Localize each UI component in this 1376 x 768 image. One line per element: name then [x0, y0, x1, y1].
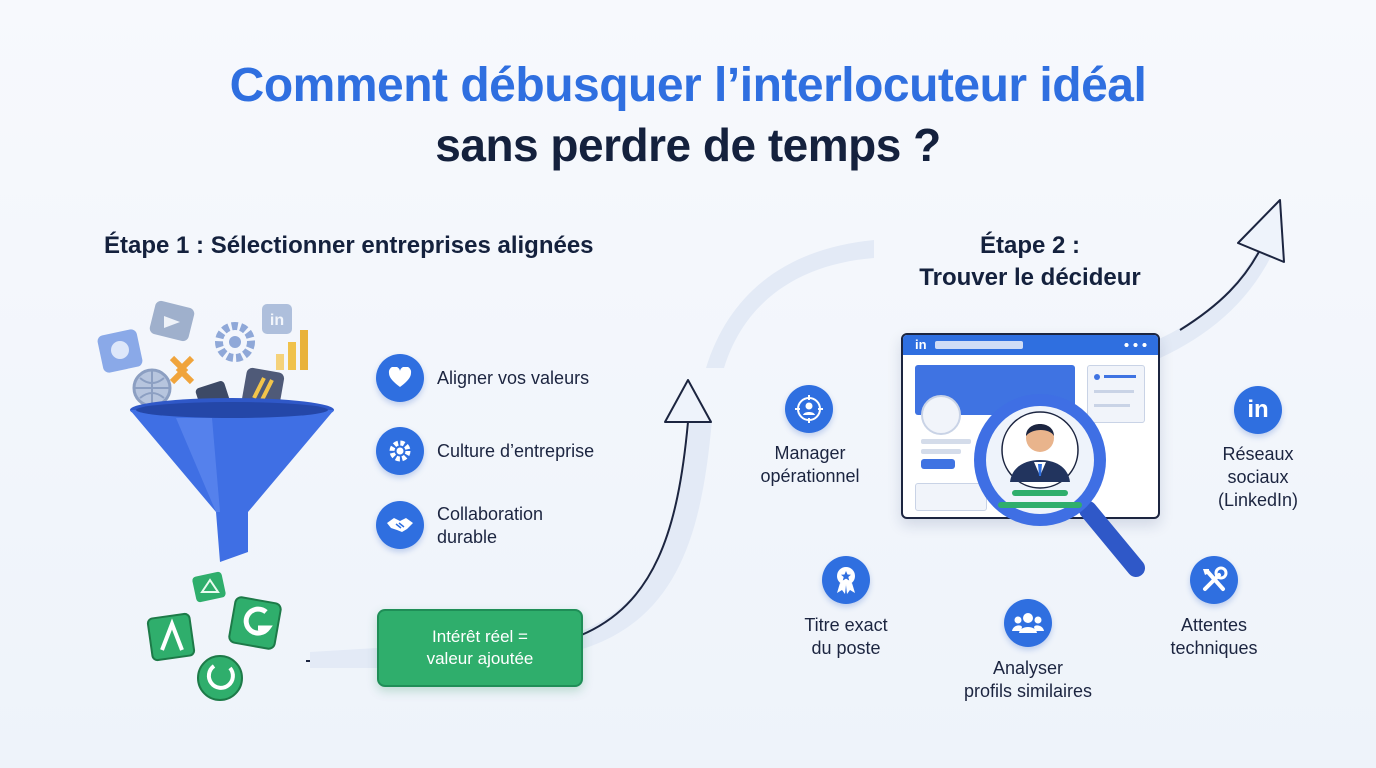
globe-app-icon: [132, 368, 172, 408]
title-line-1: Comment débusquer l’interlocuteur idéal: [229, 59, 1147, 112]
criterion-values: Aligner vos valeurs: [437, 368, 590, 388]
browser-window: in: [901, 333, 1160, 519]
label-profiles-line1: Analyser: [992, 658, 1064, 678]
magnifier-illustration: [974, 394, 1145, 577]
label-manager-line2: opérationnel: [760, 466, 860, 486]
label-manager-line1: Manager: [774, 443, 846, 463]
label-profiles-line2: profils similaires: [963, 681, 1093, 701]
green-tile-small: [192, 571, 226, 603]
criterion-collaboration-line1: Collaboration: [437, 504, 544, 524]
linkedin-app-icon: in: [262, 304, 292, 334]
label-tech-line1: Attentes: [1180, 615, 1248, 635]
label-social-line3: (LinkedIn): [1217, 490, 1299, 510]
criterion-collaboration: Collaboration durable: [437, 503, 543, 549]
arc-band: [706, 240, 874, 368]
funnel-inner: [136, 402, 328, 418]
app-icon-blue: [97, 329, 143, 373]
top-arrow-head: [1237, 199, 1285, 263]
chart-app-icon: [276, 330, 308, 370]
badge-icon: [822, 556, 870, 604]
main-arrow-band: [579, 420, 712, 650]
side-panel-line-2: [1094, 390, 1134, 393]
label-title-line2: du poste: [811, 638, 881, 658]
browser-titlebar: in: [903, 335, 1158, 355]
result-line2: valeur ajoutée: [426, 649, 534, 668]
profile-line-b: [921, 449, 961, 454]
profile-card-bottom: [915, 483, 987, 511]
people-icon: [1004, 599, 1052, 647]
label-title: Titre exact du poste: [776, 614, 916, 660]
connector-band: [310, 648, 377, 668]
title-bar: [998, 502, 1082, 508]
profile-button: [921, 459, 955, 469]
label-social: Réseaux sociaux (LinkedIn): [1190, 443, 1326, 512]
x-app-icon: [169, 355, 195, 385]
funnel-cone: [130, 410, 334, 562]
handshake-icon: [376, 501, 424, 549]
app-icon-slate: [149, 300, 195, 342]
label-title-line1: Titre exact: [804, 615, 888, 635]
linkedin-icon: in: [1234, 386, 1282, 434]
avatar-hair: [1026, 424, 1054, 436]
result-tag: Intérêt réel = valeur ajoutée: [377, 609, 583, 687]
step1-heading: Étape 1 : Sélectionner entreprises align…: [104, 232, 594, 259]
profile-line-a: [921, 439, 971, 444]
label-tech: Attentes techniques: [1144, 614, 1284, 660]
step2-heading-line1: Étape 2 :: [979, 232, 1081, 259]
main-arrow-head: [664, 379, 712, 423]
target-person-icon: [785, 385, 833, 433]
label-manager: Manager opérationnel: [740, 442, 880, 488]
title-line-2: sans perdre de temps ?: [435, 119, 941, 171]
main-arrow-outline: [578, 421, 689, 637]
green-tile-a: [146, 612, 196, 662]
green-tile-circle: [197, 655, 243, 701]
funnel-highlight: [176, 418, 220, 512]
gear-app-icon: [215, 322, 255, 362]
criterion-culture: Culture d’entreprise: [437, 441, 595, 461]
svg-text:in: in: [270, 312, 284, 329]
label-social-line2: sociaux: [1227, 467, 1289, 487]
gear-icon: [376, 427, 424, 475]
result-line1: Intérêt réel =: [432, 627, 528, 646]
top-arrow-band: [1157, 240, 1276, 358]
label-social-line1: Réseaux: [1222, 444, 1294, 464]
magnifier-handle: [1079, 501, 1145, 577]
side-panel-dot: [1094, 374, 1100, 380]
label-profiles: Analyser profils similaires: [940, 657, 1116, 703]
side-panel: [1087, 365, 1145, 423]
criterion-collaboration-line2: durable: [437, 527, 498, 547]
side-panel-line-3: [1094, 404, 1130, 407]
step2-heading-line2: Trouver le décideur: [919, 264, 1141, 291]
avatar-tie: [1038, 464, 1042, 476]
name-bar: [1012, 490, 1068, 496]
side-panel-line: [1104, 375, 1136, 378]
browser-tab-logo: in: [915, 337, 927, 352]
browser-address-bar: [935, 341, 1023, 349]
tools-icon: [1190, 556, 1238, 604]
top-arrow-outline: [1179, 245, 1263, 331]
heart-icon: [376, 354, 424, 402]
browser-dots: [1122, 343, 1148, 347]
green-tile-g: [228, 596, 282, 650]
label-tech-line2: techniques: [1170, 638, 1258, 658]
funnel-illustration: in: [97, 300, 334, 701]
linkedin-icon-text: in: [1247, 396, 1269, 423]
profile-avatar-placeholder: [921, 395, 961, 435]
